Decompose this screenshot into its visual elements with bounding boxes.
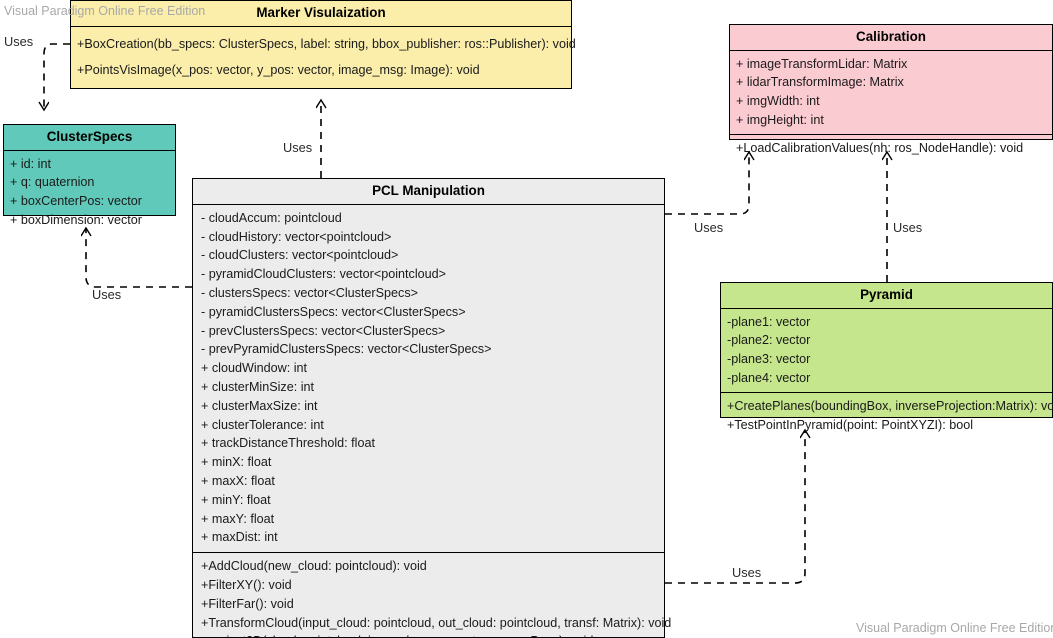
attribute-row: - pyramidClustersSpecs: vector<ClusterSp… bbox=[201, 304, 466, 319]
attribute-row: -plane2: vector bbox=[727, 333, 811, 348]
edge-label-uses: Uses bbox=[283, 140, 313, 155]
class-box-marker-visualization[interactable]: Marker Visulaization +BoxCreation(bb_spe… bbox=[70, 0, 576, 89]
attribute-row: + imageTransformLidar: Matrix bbox=[736, 56, 908, 71]
class-box-pyramid[interactable]: Pyramid -plane1: vector -plane2: vector … bbox=[720, 282, 1053, 432]
attribute-row: + q: quaternion bbox=[10, 175, 95, 190]
class-title-pcl-manipulation: PCL Manipulation bbox=[193, 179, 664, 205]
operation-row: +CreatePlanes(boundingBox, inverseProjec… bbox=[727, 399, 1053, 414]
edge-label-uses: Uses bbox=[893, 220, 923, 235]
attribute-row: + boxDimension: vector bbox=[10, 212, 142, 227]
connector-markervis-to-clusterspecs bbox=[44, 43, 70, 110]
watermark-top-left: Visual Paradigm Online Free Edition bbox=[4, 4, 206, 18]
operation-row: +TestPointInPyramid(point: PointXYZI): b… bbox=[727, 417, 974, 432]
operation-row: +LoadCalibrationValues(nh: ros_NodeHandl… bbox=[736, 141, 1024, 156]
attribute-row: + minY: float bbox=[201, 492, 271, 507]
class-title-pyramid: Pyramid bbox=[721, 283, 1052, 309]
edge-label-uses: Uses bbox=[694, 220, 724, 235]
attribute-row: - cloudClusters: vector<pointcloud> bbox=[201, 248, 399, 263]
edge-label-uses: Uses bbox=[732, 565, 762, 580]
connector-pcl-to-pyramid bbox=[665, 430, 805, 584]
attributes-compartment: - cloudAccum: pointcloud - cloudHistory:… bbox=[193, 205, 664, 552]
watermark-bottom-right: Visual Paradigm Online Free Edition bbox=[856, 621, 1053, 635]
attribute-row: + clusterTolerance: int bbox=[201, 417, 324, 432]
attribute-row: -plane4: vector bbox=[727, 370, 811, 385]
edge-label-uses: Uses bbox=[92, 287, 122, 302]
attribute-row: + cloudWindow: int bbox=[201, 361, 308, 376]
operation-row: +TransformCloud(input_cloud: pointcloud,… bbox=[201, 615, 672, 630]
class-box-cluster-specs[interactable]: ClusterSpecs + id: int + q: quaternion +… bbox=[3, 124, 176, 227]
attribute-row: + maxY: float bbox=[201, 511, 275, 526]
operations-compartment: +BoxCreation(bb_specs: ClusterSpecs, lab… bbox=[71, 27, 576, 89]
attribute-row: - clustersSpecs: vector<ClusterSpecs> bbox=[201, 285, 418, 300]
attribute-row: + clusterMaxSize: int bbox=[201, 398, 318, 413]
attributes-compartment: -plane1: vector -plane2: vector -plane3:… bbox=[721, 309, 1052, 392]
connector-pcl-to-clusterspecs bbox=[86, 228, 192, 288]
attribute-row: + imgHeight: int bbox=[736, 112, 824, 127]
operation-row: +FilterXY(): void bbox=[201, 577, 292, 592]
attribute-row: + maxDist: int bbox=[201, 530, 278, 545]
edge-label-uses: Uses bbox=[4, 34, 34, 49]
attribute-row: + trackDistanceThreshold: float bbox=[201, 436, 375, 451]
attribute-row: + minX: float bbox=[201, 455, 272, 470]
operations-compartment: +AddCloud(new_cloud: pointcloud): void +… bbox=[193, 552, 672, 638]
attribute-row: - cloudAccum: pointcloud bbox=[201, 210, 342, 225]
class-box-calibration[interactable]: Calibration + imageTransformLidar: Matri… bbox=[729, 24, 1053, 155]
attribute-row: - cloudHistory: vector<pointcloud> bbox=[201, 229, 392, 244]
class-title-marker-visualization: Marker Visulaization bbox=[71, 1, 571, 27]
attribute-row: -plane1: vector bbox=[727, 314, 811, 329]
attributes-compartment: + id: int + q: quaternion + boxCenterPos… bbox=[4, 151, 175, 234]
attributes-compartment: + imageTransformLidar: Matrix + lidarTra… bbox=[730, 51, 1052, 134]
class-title-cluster-specs: ClusterSpecs bbox=[4, 125, 175, 151]
attribute-row: -plane3: vector bbox=[727, 351, 811, 366]
attribute-row: + imgWidth: int bbox=[736, 93, 820, 108]
attribute-row: + lidarTransformImage: Matrix bbox=[736, 75, 904, 90]
attribute-row: + id: int bbox=[10, 156, 51, 171]
class-title-calibration: Calibration bbox=[730, 25, 1052, 51]
attribute-row: + boxCenterPos: vector bbox=[10, 193, 142, 208]
operations-compartment: +CreatePlanes(boundingBox, inverseProjec… bbox=[721, 392, 1053, 439]
operation-row: +FilterFar(): void bbox=[201, 596, 294, 611]
attribute-row: + maxX: float bbox=[201, 473, 275, 488]
operation-row: +BoxCreation(bb_specs: ClusterSpecs, lab… bbox=[77, 36, 576, 51]
class-box-pcl-manipulation[interactable]: PCL Manipulation - cloudAccum: pointclou… bbox=[192, 178, 672, 638]
attribute-row: + clusterMinSize: int bbox=[201, 379, 315, 394]
operation-row: +PointsVisImage(x_pos: vector, y_pos: ve… bbox=[77, 63, 480, 78]
attribute-row: - pyramidCloudClusters: vector<pointclou… bbox=[201, 267, 446, 282]
operations-compartment: +LoadCalibrationValues(nh: ros_NodeHandl… bbox=[730, 134, 1052, 163]
operation-row: +project2D(cloud: pointcloud, imu_odom: … bbox=[201, 632, 656, 638]
attribute-row: - prevClustersSpecs: vector<ClusterSpecs… bbox=[201, 323, 446, 338]
attribute-row: - prevPyramidClustersSpecs: vector<Clust… bbox=[201, 342, 492, 357]
operation-row: +AddCloud(new_cloud: pointcloud): void bbox=[201, 559, 427, 574]
